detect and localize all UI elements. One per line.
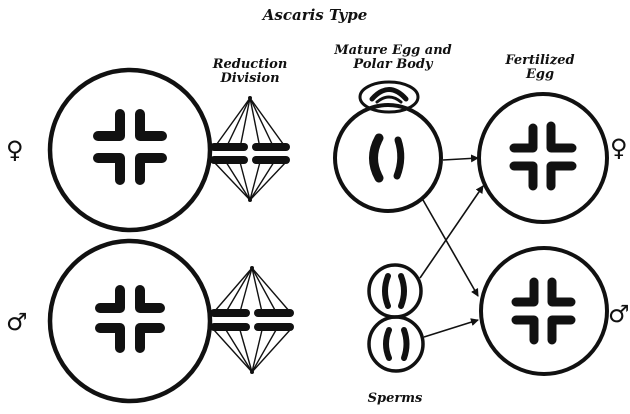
mature-egg <box>335 105 441 211</box>
sperm-cell-upper <box>369 265 421 317</box>
mature-egg-chromosome-right <box>397 140 401 176</box>
reduction-label-line1: Reduction <box>185 58 315 72</box>
male-chromosomes <box>100 290 160 348</box>
fertilized-label-line1: Fertilized <box>480 54 600 68</box>
fertilized-label-line2: Egg <box>480 68 600 82</box>
reduction-division-label: Reduction Division <box>185 58 315 85</box>
mature-label-line1: Mature Egg and <box>318 44 468 58</box>
reduction-label-line2: Division <box>185 72 315 86</box>
fertilized-egg-lower <box>481 248 607 374</box>
arrow-sperm-to-upper-fertilized <box>420 186 483 278</box>
sperms-label: Sperms <box>345 392 445 406</box>
female-symbol-right: ♀ <box>610 136 628 160</box>
female-spindle <box>210 96 290 202</box>
arrows <box>420 158 483 337</box>
arrow-sperm-to-lower-fertilized <box>424 320 478 337</box>
mature-egg-label: Mature Egg and Polar Body <box>318 44 468 71</box>
fertilized-egg-upper <box>479 94 607 222</box>
mature-egg-chromosome-left <box>374 138 380 178</box>
mature-label-line2: Polar Body <box>318 58 468 72</box>
male-cell <box>50 241 210 401</box>
arrow-egg-to-lower-fertilized <box>423 200 478 296</box>
female-cell <box>50 70 210 230</box>
male-symbol-right: ♂ <box>608 302 630 326</box>
fertilized-egg-label: Fertilized Egg <box>480 54 600 81</box>
female-spindle-chromosomes <box>210 143 290 164</box>
arrow-egg-to-upper-fertilized <box>443 158 478 160</box>
female-chromosomes <box>98 114 162 180</box>
male-symbol-left: ♂ <box>6 310 28 334</box>
sperm-cell-lower <box>369 317 423 371</box>
male-spindle-chromosomes <box>210 309 294 331</box>
diagram-title: Ascaris Type <box>215 8 415 24</box>
male-spindle <box>210 266 294 374</box>
female-symbol-left: ♀ <box>6 138 24 162</box>
